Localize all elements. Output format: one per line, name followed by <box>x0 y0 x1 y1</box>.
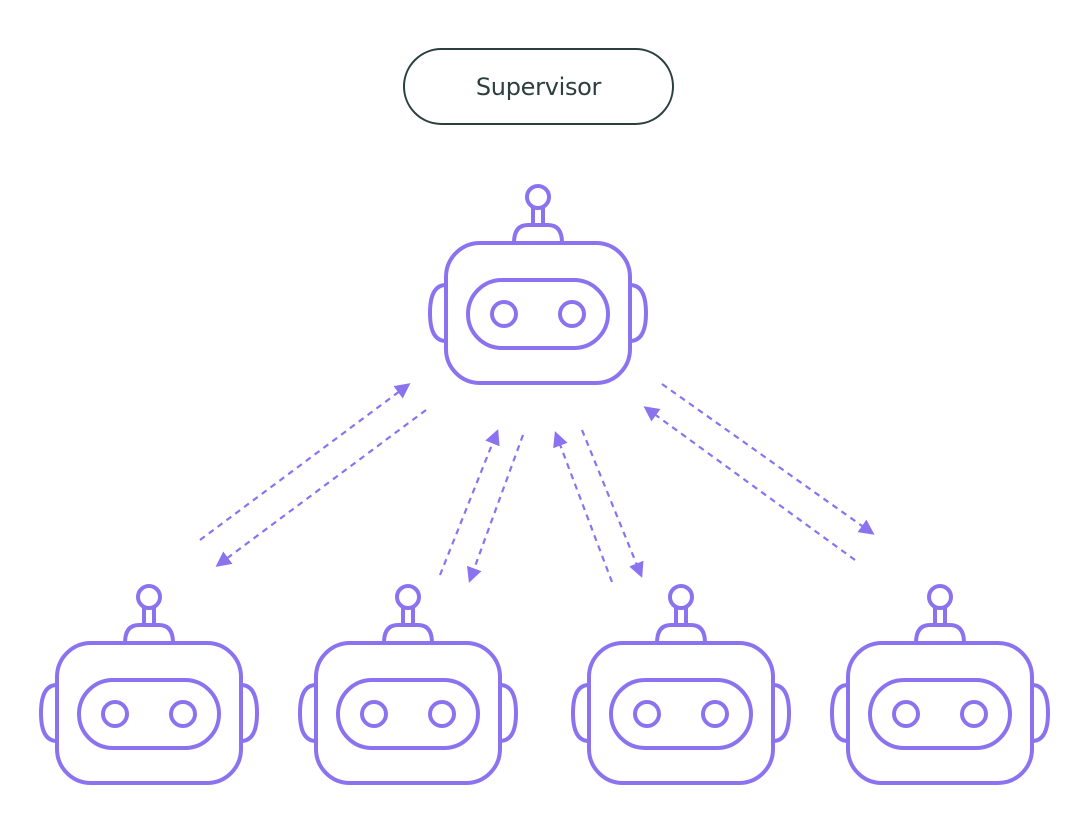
arrow-worker1-to-supervisor <box>199 383 411 541</box>
supervisor-label: Supervisor <box>475 72 602 101</box>
worker-robot-3-icon <box>571 584 791 785</box>
arrow-supervisor-to-worker2 <box>466 434 525 583</box>
worker-robot-4-icon <box>830 584 1050 785</box>
arrow-supervisor-to-worker1 <box>215 409 427 567</box>
supervisor-node: Supervisor <box>403 48 674 125</box>
worker-robot-1-icon <box>39 584 259 785</box>
arrow-worker2-to-supervisor <box>438 429 500 576</box>
worker-robot-2-icon <box>298 584 518 785</box>
arrow-worker4-to-supervisor <box>643 406 856 561</box>
arrow-worker3-to-supervisor <box>553 431 614 583</box>
arrow-supervisor-to-worker3 <box>580 429 644 578</box>
supervisor-robot-icon <box>428 184 648 385</box>
arrow-supervisor-to-worker4 <box>661 383 875 535</box>
